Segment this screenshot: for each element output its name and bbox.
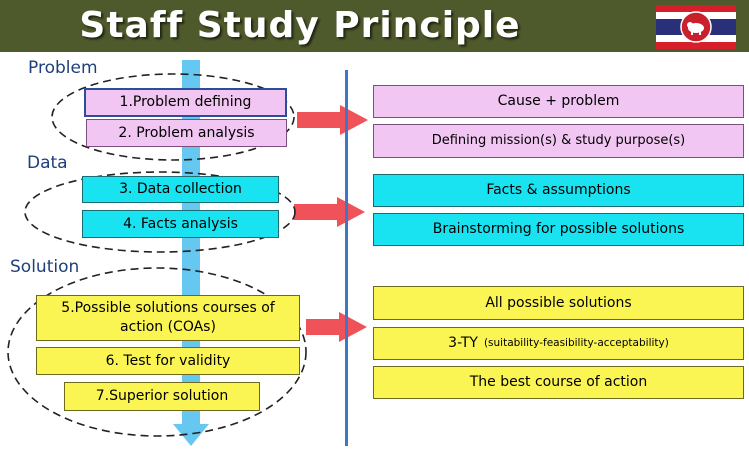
ellipse-data <box>24 171 296 253</box>
output-facts-assumptions: Facts & assumptions <box>373 174 744 207</box>
output-best-course: The best course of action <box>373 366 744 399</box>
step-facts-analysis: 4. Facts analysis <box>82 210 279 238</box>
output-3ty-criteria: (suitability-feasibility-acceptability) <box>483 337 669 350</box>
step-data-collection: 3. Data collection <box>82 176 279 203</box>
ellipse-solution <box>7 267 307 437</box>
section-label-solution: Solution <box>10 257 80 277</box>
step-superior-solution: 7.Superior solution <box>64 382 260 411</box>
output-cause-problem: Cause + problem <box>373 85 744 118</box>
arrow-solution <box>306 312 367 342</box>
thai-flag-emblem-icon <box>656 5 736 49</box>
output-3ty: 3-TY (suitability-feasibility-acceptabil… <box>373 327 744 360</box>
column-divider <box>345 70 348 446</box>
output-brainstorming: Brainstorming for possible solutions <box>373 213 744 246</box>
output-all-possible-solutions: All possible solutions <box>373 286 744 320</box>
section-label-data: Data <box>27 153 68 173</box>
title-bar <box>0 0 749 52</box>
step-test-validity: 6. Test for validity <box>36 347 300 375</box>
page-title: Staff Study Principle <box>79 5 521 46</box>
ellipse-problem <box>51 73 295 161</box>
section-label-problem: Problem <box>28 58 98 78</box>
step-possible-solutions: 5.Possible solutions courses of action (… <box>36 295 300 341</box>
step-problem-defining: 1.Problem defining <box>84 88 287 117</box>
step-problem-analysis: 2. Problem analysis <box>86 119 287 147</box>
arrow-problem <box>297 105 368 135</box>
output-defining-mission: Defining mission(s) & study purpose(s) <box>373 124 744 158</box>
output-3ty-label: 3-TY <box>448 335 478 352</box>
